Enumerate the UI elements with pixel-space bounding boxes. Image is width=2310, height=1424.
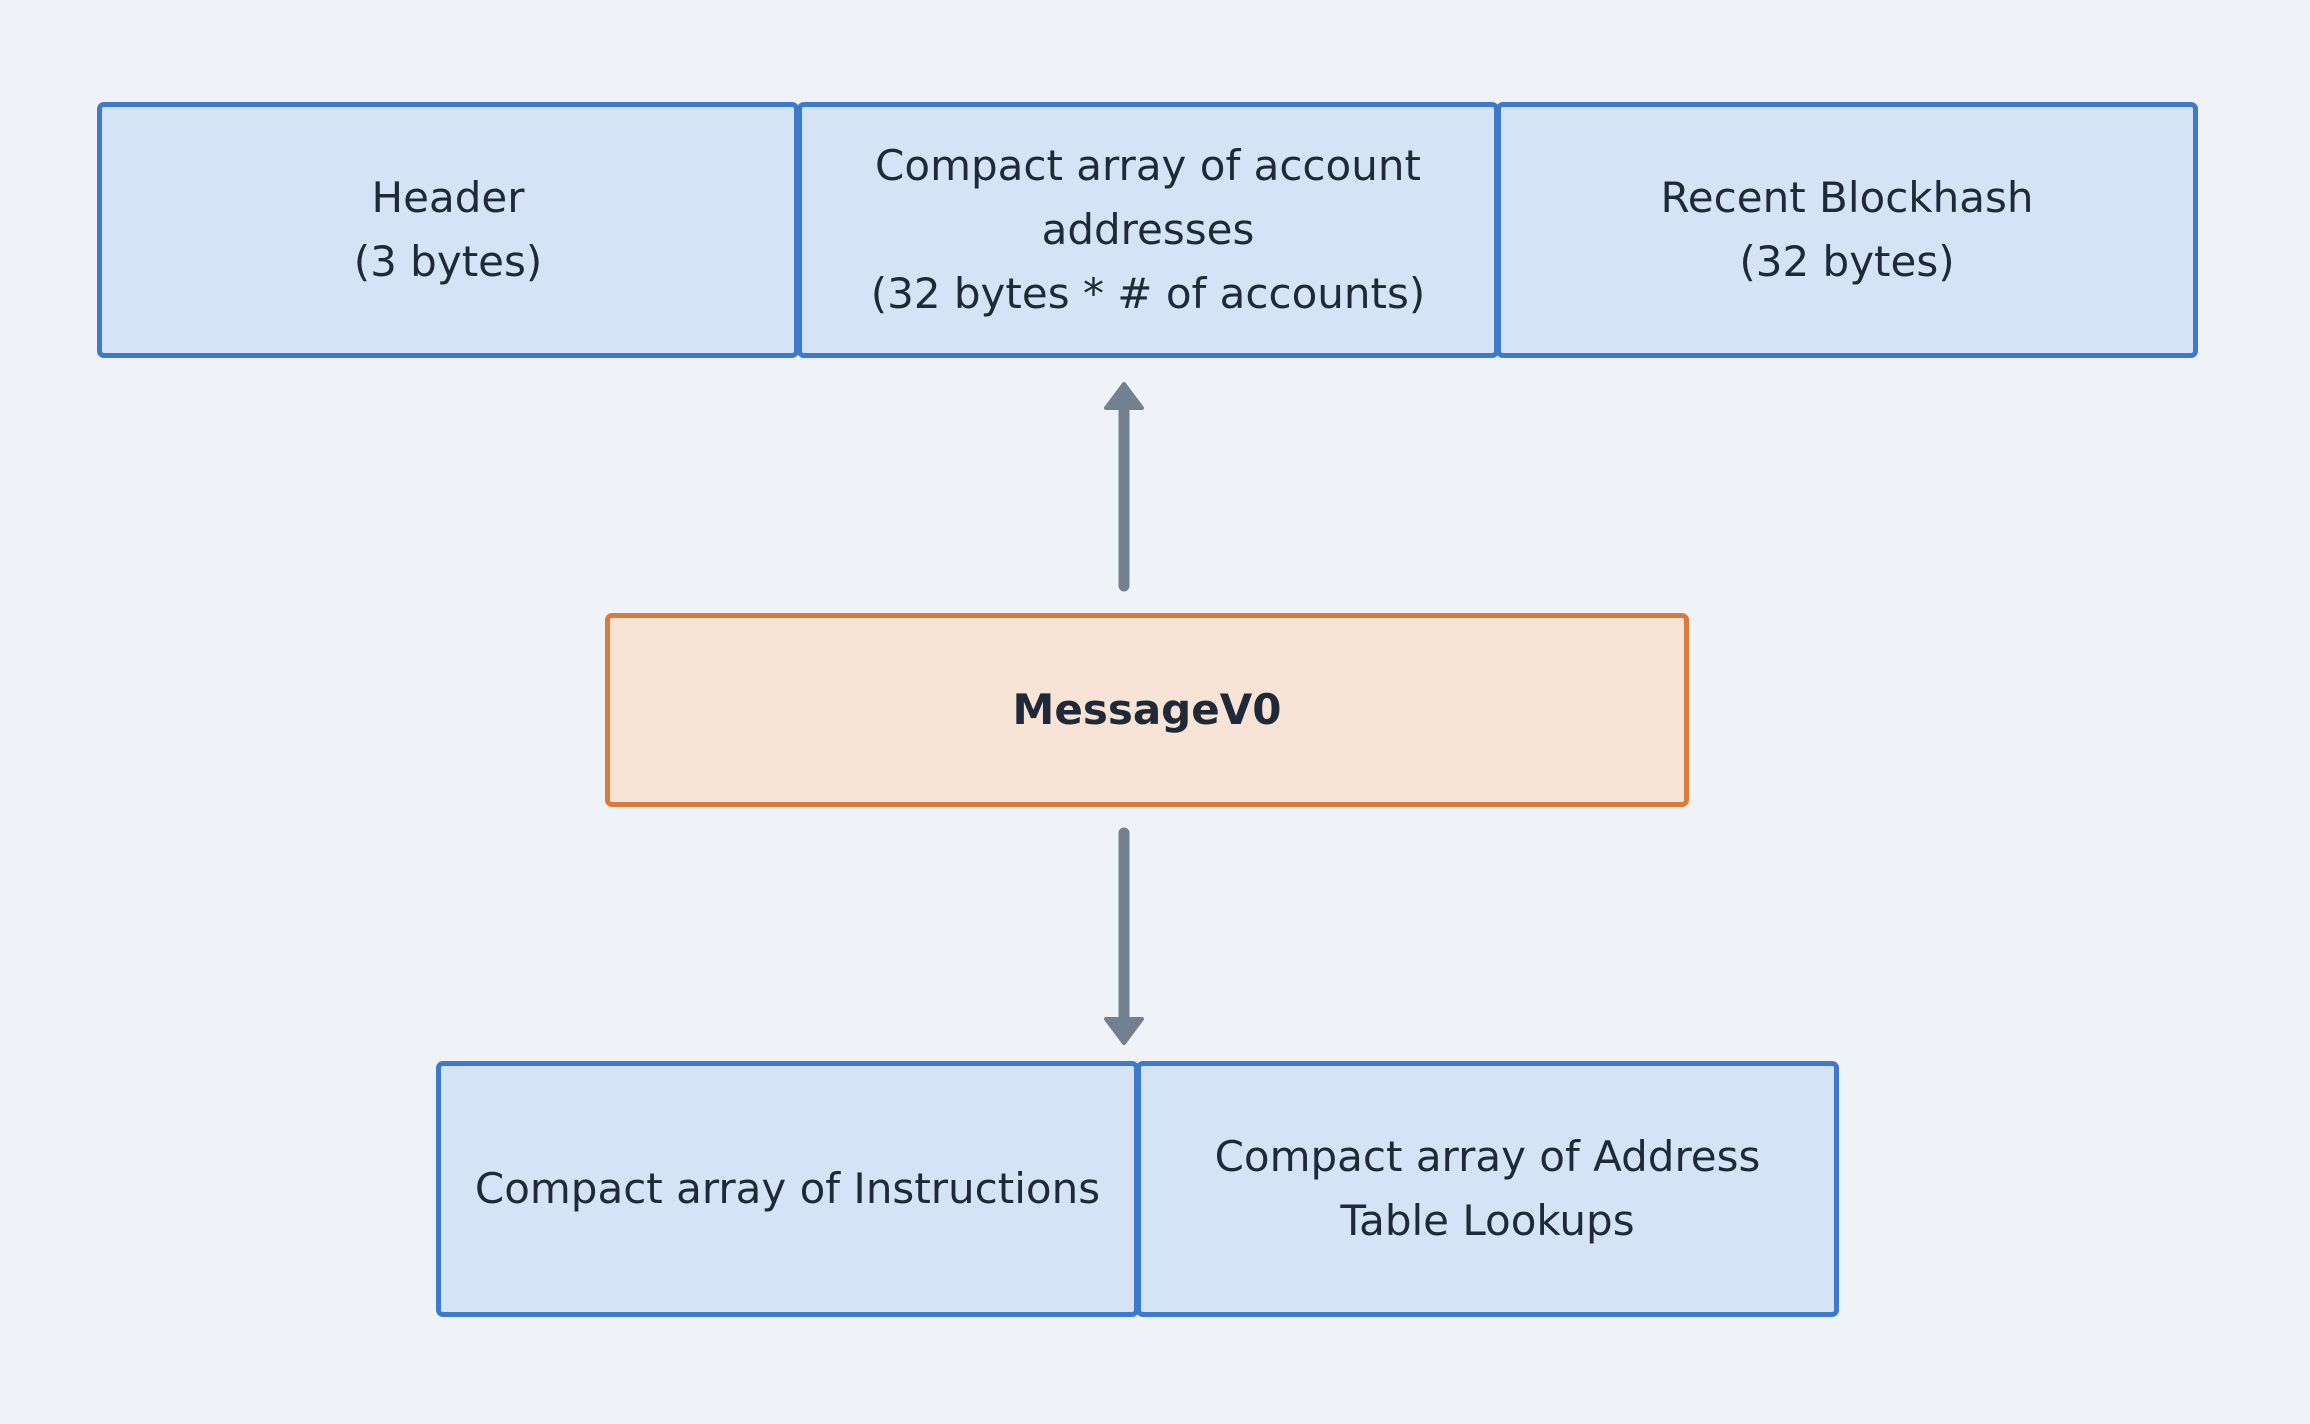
instructions-label: Compact array of Instructions (474, 1164, 1101, 1213)
header-label: Header (3 bytes) (353, 173, 543, 286)
recent-blockhash-box: Recent Blockhash (32 bytes) (1496, 102, 2198, 358)
recent-blockhash-label: Recent Blockhash (32 bytes) (1660, 173, 2034, 286)
account-addresses-label: Compact array of account addresses (32 b… (870, 141, 1426, 318)
arrow-down (1104, 827, 1144, 1045)
address-table-lookups-box: Compact array of Address Table Lookups (1136, 1061, 1839, 1317)
arrow-up (1104, 382, 1144, 592)
address-table-lookups-label: Compact array of Address Table Lookups (1214, 1132, 1761, 1245)
header-box: Header (3 bytes) (97, 102, 799, 358)
message-v0-box: MessageV0 (605, 613, 1689, 807)
message-v0-label: MessageV0 (1012, 685, 1282, 734)
